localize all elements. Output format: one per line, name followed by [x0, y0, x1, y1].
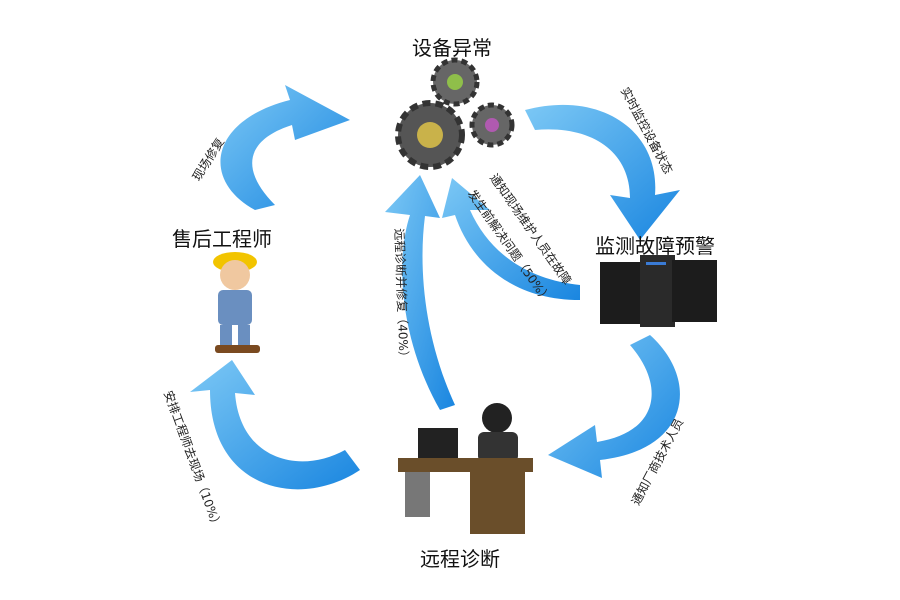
- arrow-remote-fix: [385, 175, 455, 410]
- node-monitor-warning: 监测故障预警: [595, 234, 715, 258]
- arrow-notify-vendor: [548, 335, 680, 478]
- engineer-icon: [213, 252, 260, 353]
- arrow-onsite-repair: [220, 85, 350, 210]
- servers-icon: [600, 255, 717, 327]
- remote-operator-icon: [398, 403, 533, 534]
- node-device-fault: 设备异常: [412, 36, 492, 60]
- node-remote-diagnosis: 远程诊断: [420, 547, 500, 571]
- arrow-send-engineer: [190, 360, 360, 490]
- arrow-notify-onsite: [442, 178, 580, 300]
- node-service-engineer: 售后工程师: [172, 227, 272, 251]
- arrow-realtime-monitor: [525, 104, 680, 240]
- gears-icon: [395, 57, 515, 170]
